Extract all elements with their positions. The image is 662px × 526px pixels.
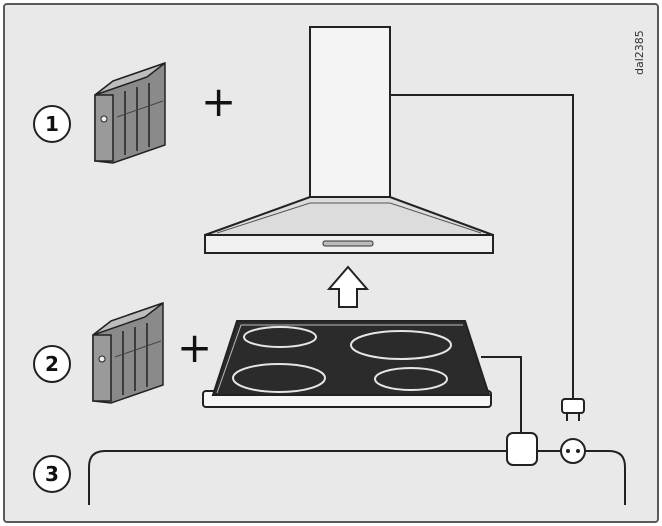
grease-filter-1-icon [94, 61, 166, 164]
hood-canopy-edge [216, 202, 482, 234]
cooktop-glass [211, 320, 491, 396]
plug-icon [561, 398, 585, 414]
socket-hole-left [566, 449, 570, 453]
hood-power-cable [391, 94, 574, 399]
step-2-plus: + [177, 323, 213, 372]
grease-filter-2-icon [92, 301, 164, 404]
step-1-badge: 1 [33, 105, 71, 143]
burner-front-right [374, 367, 448, 391]
step-2-badge: 2 [33, 345, 71, 383]
counter-outline [88, 450, 626, 505]
step-3-badge: 3 [33, 455, 71, 493]
junction-box-icon [506, 432, 538, 466]
installation-diagram [88, 26, 626, 505]
burner-front-left [232, 363, 326, 393]
socket-hole-right [576, 449, 580, 453]
hood-light [322, 240, 374, 247]
figure-code: dal2385 [633, 30, 646, 76]
cooktop-power-cable [481, 356, 522, 433]
socket-icon [560, 438, 586, 464]
hood-chimney [309, 26, 391, 206]
figure-frame: dal2385 1 + 2 + 3 [3, 3, 659, 523]
burner-back-left [243, 326, 317, 348]
cooktop-glass-edge [216, 324, 463, 394]
step-1-plus: + [201, 77, 237, 126]
burner-back-right [350, 330, 452, 360]
up-arrow-icon [326, 265, 370, 308]
